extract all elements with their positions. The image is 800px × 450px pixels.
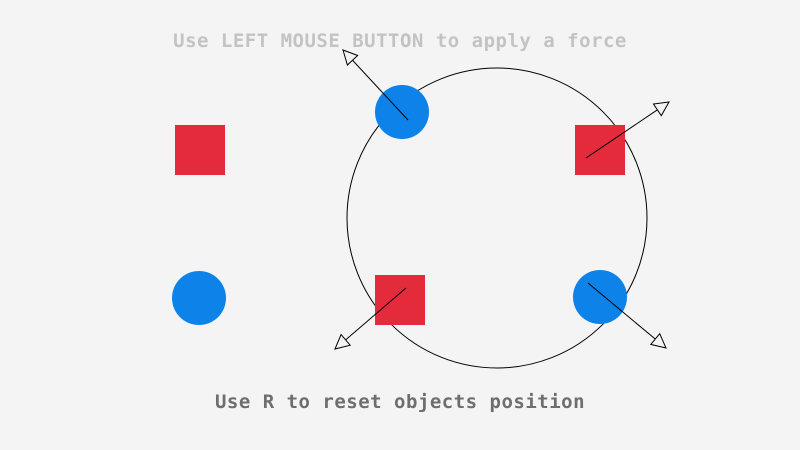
body-circle-bottom-right[interactable]: [573, 270, 627, 324]
boundary-circle: [346, 67, 648, 369]
force-vector-line: [345, 287, 407, 341]
force-vector-square-top-right: [585, 101, 670, 159]
body-square-bottom-center[interactable]: [375, 275, 425, 325]
body-circle-bottom-left[interactable]: [172, 271, 226, 325]
force-arrowhead-icon: [334, 333, 352, 350]
force-vector-circle-top: [342, 49, 409, 121]
force-vector-line: [352, 59, 409, 121]
hint-text-reset-objects: Use R to reset objects position: [214, 391, 586, 413]
force-vector-circle-bottom-right: [587, 282, 667, 349]
force-vectors-group: [334, 49, 670, 350]
body-square-top-right[interactable]: [575, 125, 625, 175]
bodies-group: [172, 85, 627, 325]
hint-text-apply-force: Use LEFT MOUSE BUTTON to apply a force: [173, 30, 627, 52]
force-arrowhead-icon: [342, 49, 359, 66]
force-vector-line: [587, 282, 656, 340]
force-vector-square-bottom-center: [334, 287, 407, 350]
body-square-left[interactable]: [175, 125, 225, 175]
force-arrowhead-icon: [649, 332, 667, 349]
force-vector-line: [585, 109, 658, 159]
force-arrowhead-icon: [652, 101, 670, 117]
